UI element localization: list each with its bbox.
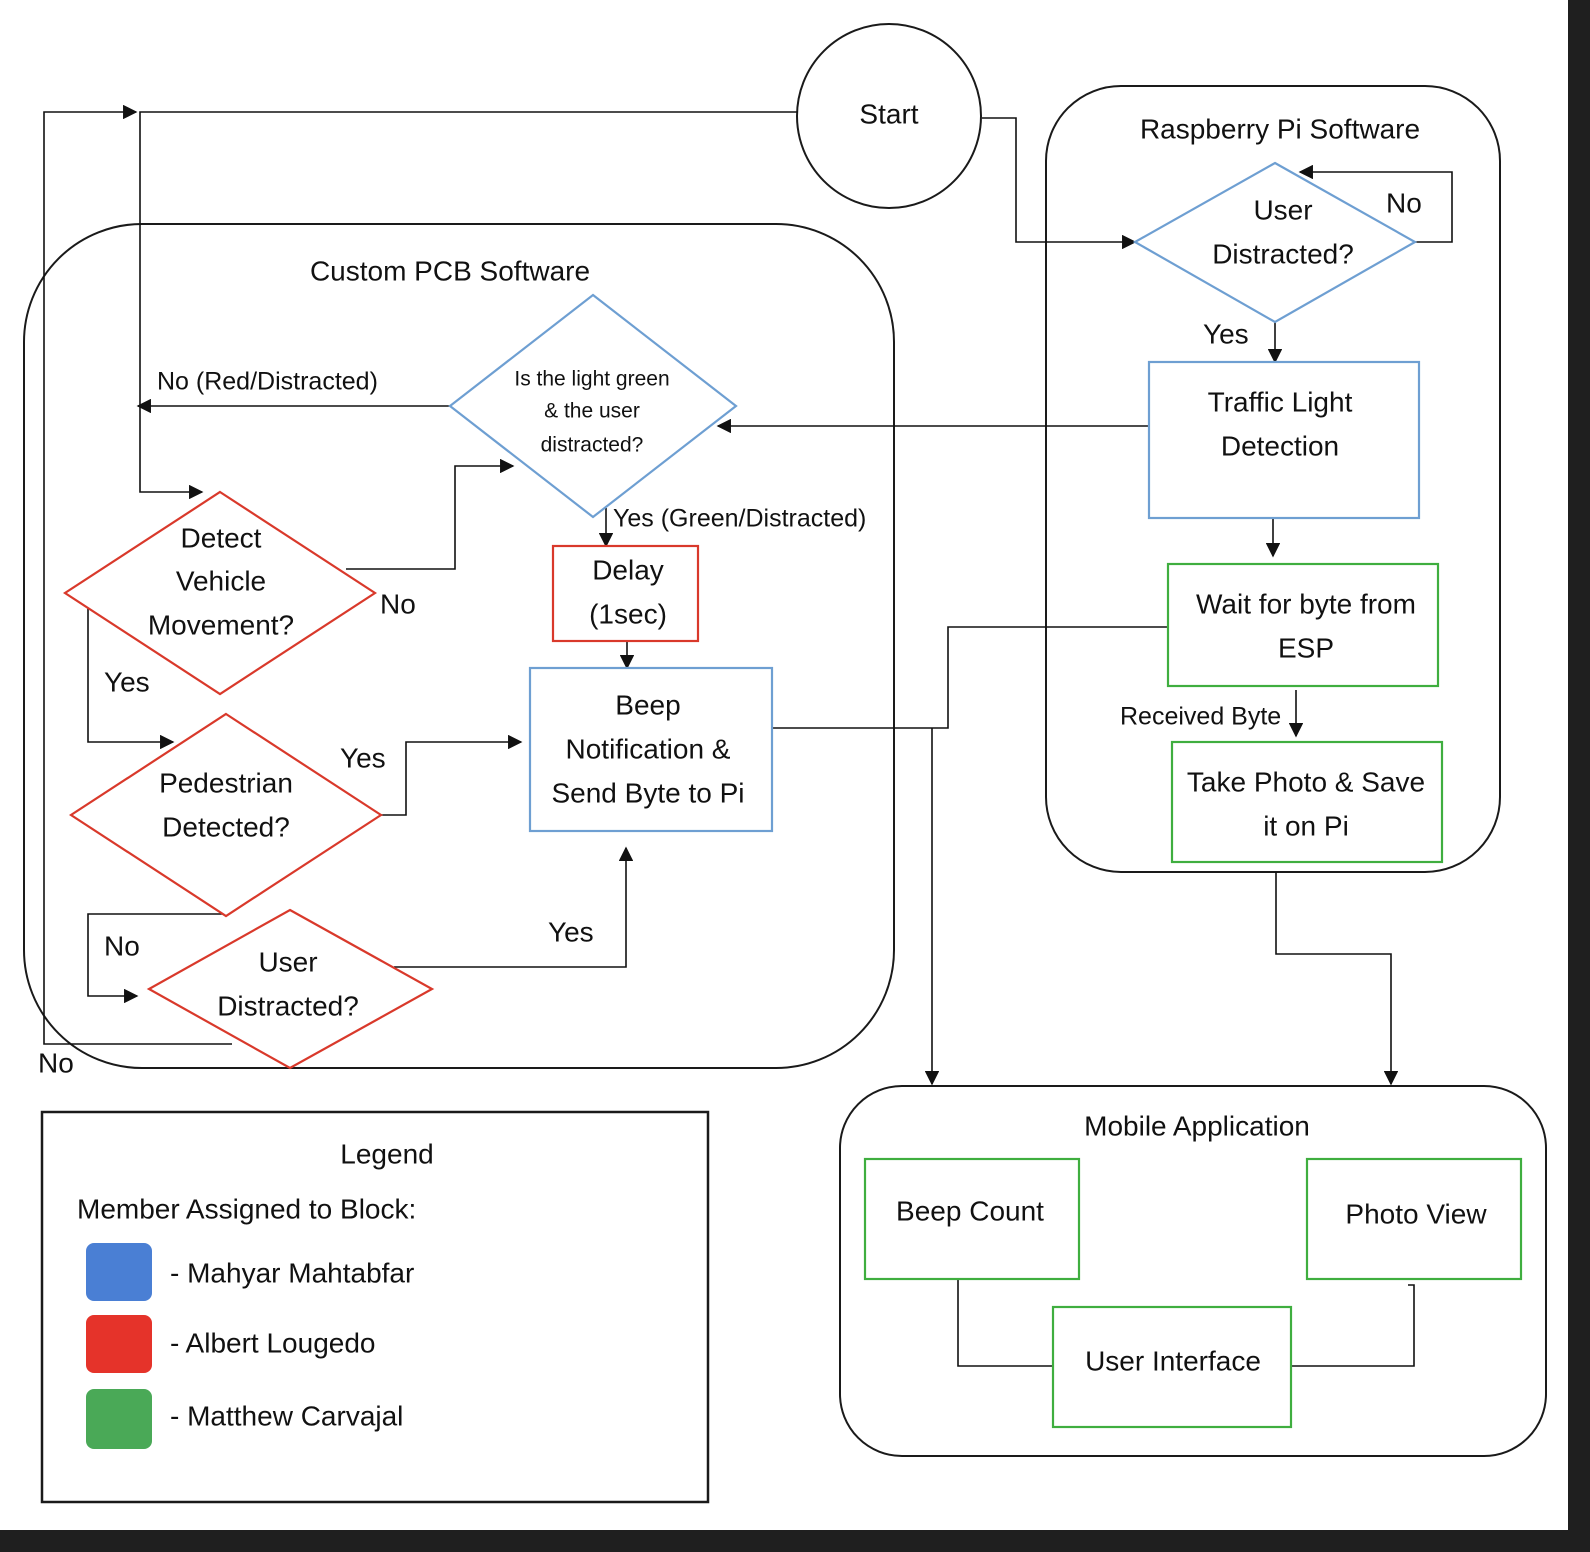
edge-label-yes-green: Yes (Green/Distracted) <box>613 505 866 533</box>
wait-byte-label-line2: ESP <box>1278 632 1334 663</box>
beep-count-block <box>863 1157 1081 1281</box>
edge-label-received-byte: Received Byte <box>1120 703 1281 731</box>
edge-label-pedestrian-yes: Yes <box>340 742 386 773</box>
pedestrian-label-line1: Pedestrian <box>159 767 293 798</box>
beep-label-line2: Notification & <box>566 733 731 764</box>
pcb-software-group <box>23 223 895 1069</box>
mobile-group-title: Mobile Application <box>1084 1110 1310 1141</box>
edge-pi-user-no <box>1298 164 1453 243</box>
edge-label-pedestrian-no: No <box>104 930 140 961</box>
detect-vehicle-label-line1: Detect <box>181 522 262 553</box>
legend-swatch-green <box>86 1389 152 1449</box>
pcb-user-label-line2: Distracted? <box>217 990 359 1021</box>
beep-label-line3: Send Byte to Pi <box>551 777 744 808</box>
legend-subtitle: Member Assigned to Block: <box>77 1193 416 1224</box>
legend-swatch-blue <box>86 1243 152 1301</box>
light-green-label-line3: distracted? <box>541 434 644 457</box>
pcb-user-label-line1: User <box>258 946 317 977</box>
legend-swatch-red <box>86 1315 152 1373</box>
start-node <box>796 23 982 209</box>
pcb-group-title: Custom PCB Software <box>310 255 590 286</box>
light-green-label-line1: Is the light green <box>514 368 669 391</box>
take-photo-block <box>1170 740 1444 864</box>
light-green-decision <box>448 293 738 519</box>
edge-start-to-pi-user <box>982 117 1137 250</box>
edge-user-yes <box>394 846 634 968</box>
light-green-label-line2: & the user <box>544 400 640 423</box>
edge-label-no-red: No (Red/Distracted) <box>157 368 378 396</box>
legend-member-albert: - Albert Lougedo <box>170 1327 376 1358</box>
pedestrian-label-line2: Detected? <box>162 811 290 842</box>
beep-label-line1: Beep <box>615 689 680 720</box>
user-interface-block <box>1051 1305 1293 1429</box>
edge-user-no-outer-loop <box>43 104 232 1045</box>
edge-label-vehicle-yes: Yes <box>104 666 150 697</box>
beep-notification-block <box>528 666 774 833</box>
pi-group-title: Raspberry Pi Software <box>1140 113 1420 144</box>
delay-block <box>551 544 700 643</box>
traffic-light-label-line2: Detection <box>1221 430 1339 461</box>
legend-title: Legend <box>340 1138 433 1169</box>
delay-label-line1: Delay <box>592 554 664 585</box>
pi-user-label-line2: Distracted? <box>1212 238 1354 269</box>
detect-vehicle-decision <box>62 490 378 696</box>
mobile-application-group <box>839 1085 1547 1457</box>
edge-pedestrian-no <box>87 913 226 1004</box>
photo-view-block <box>1305 1157 1523 1281</box>
pi-user-label-line1: User <box>1253 194 1312 225</box>
take-photo-label-line2: it on Pi <box>1263 810 1349 841</box>
detect-vehicle-label-line2: Vehicle <box>176 565 266 596</box>
pi-software-group <box>1045 85 1501 873</box>
edge-beep-count-to-ui <box>957 1279 1053 1367</box>
photo-view-label: Photo View <box>1345 1198 1487 1229</box>
delay-label-line2: (1sec) <box>589 598 667 629</box>
wait-byte-block <box>1166 562 1440 688</box>
edge-ui-to-photo-view <box>1291 1284 1415 1367</box>
beep-count-label: Beep Count <box>896 1195 1044 1226</box>
edge-pedestrian-yes <box>380 734 523 816</box>
take-photo-label-line1: Take Photo & Save <box>1187 766 1425 797</box>
edge-start-to-detect-vehicle <box>139 111 798 500</box>
edge-label-outer-no: No <box>38 1047 74 1078</box>
start-label: Start <box>859 98 918 129</box>
edge-label-vehicle-no: No <box>380 588 416 619</box>
edge-beep-to-wait <box>772 626 1168 729</box>
edge-vehicle-no <box>346 458 515 570</box>
pedestrian-decision <box>68 712 384 918</box>
traffic-light-label-line1: Traffic Light <box>1208 386 1353 417</box>
user-interface-label: User Interface <box>1085 1345 1261 1376</box>
edge-vehicle-yes <box>87 602 175 750</box>
legend-member-mahyar: - Mahyar Mahtabfar <box>170 1257 414 1288</box>
traffic-light-block <box>1147 360 1421 520</box>
edge-label-pi-yes: Yes <box>1203 318 1249 349</box>
edge-label-user-yes: Yes <box>548 916 594 947</box>
pi-user-distracted-decision <box>1132 161 1418 324</box>
wait-byte-label-line1: Wait for byte from <box>1196 588 1416 619</box>
legend-member-matthew: - Matthew Carvajal <box>170 1400 403 1431</box>
edge-photo-to-mobile <box>1275 872 1399 1086</box>
edge-label-pi-no: No <box>1386 187 1422 218</box>
detect-vehicle-label-line3: Movement? <box>148 609 294 640</box>
legend-box <box>40 1110 710 1504</box>
pcb-user-distracted-decision <box>146 908 435 1070</box>
